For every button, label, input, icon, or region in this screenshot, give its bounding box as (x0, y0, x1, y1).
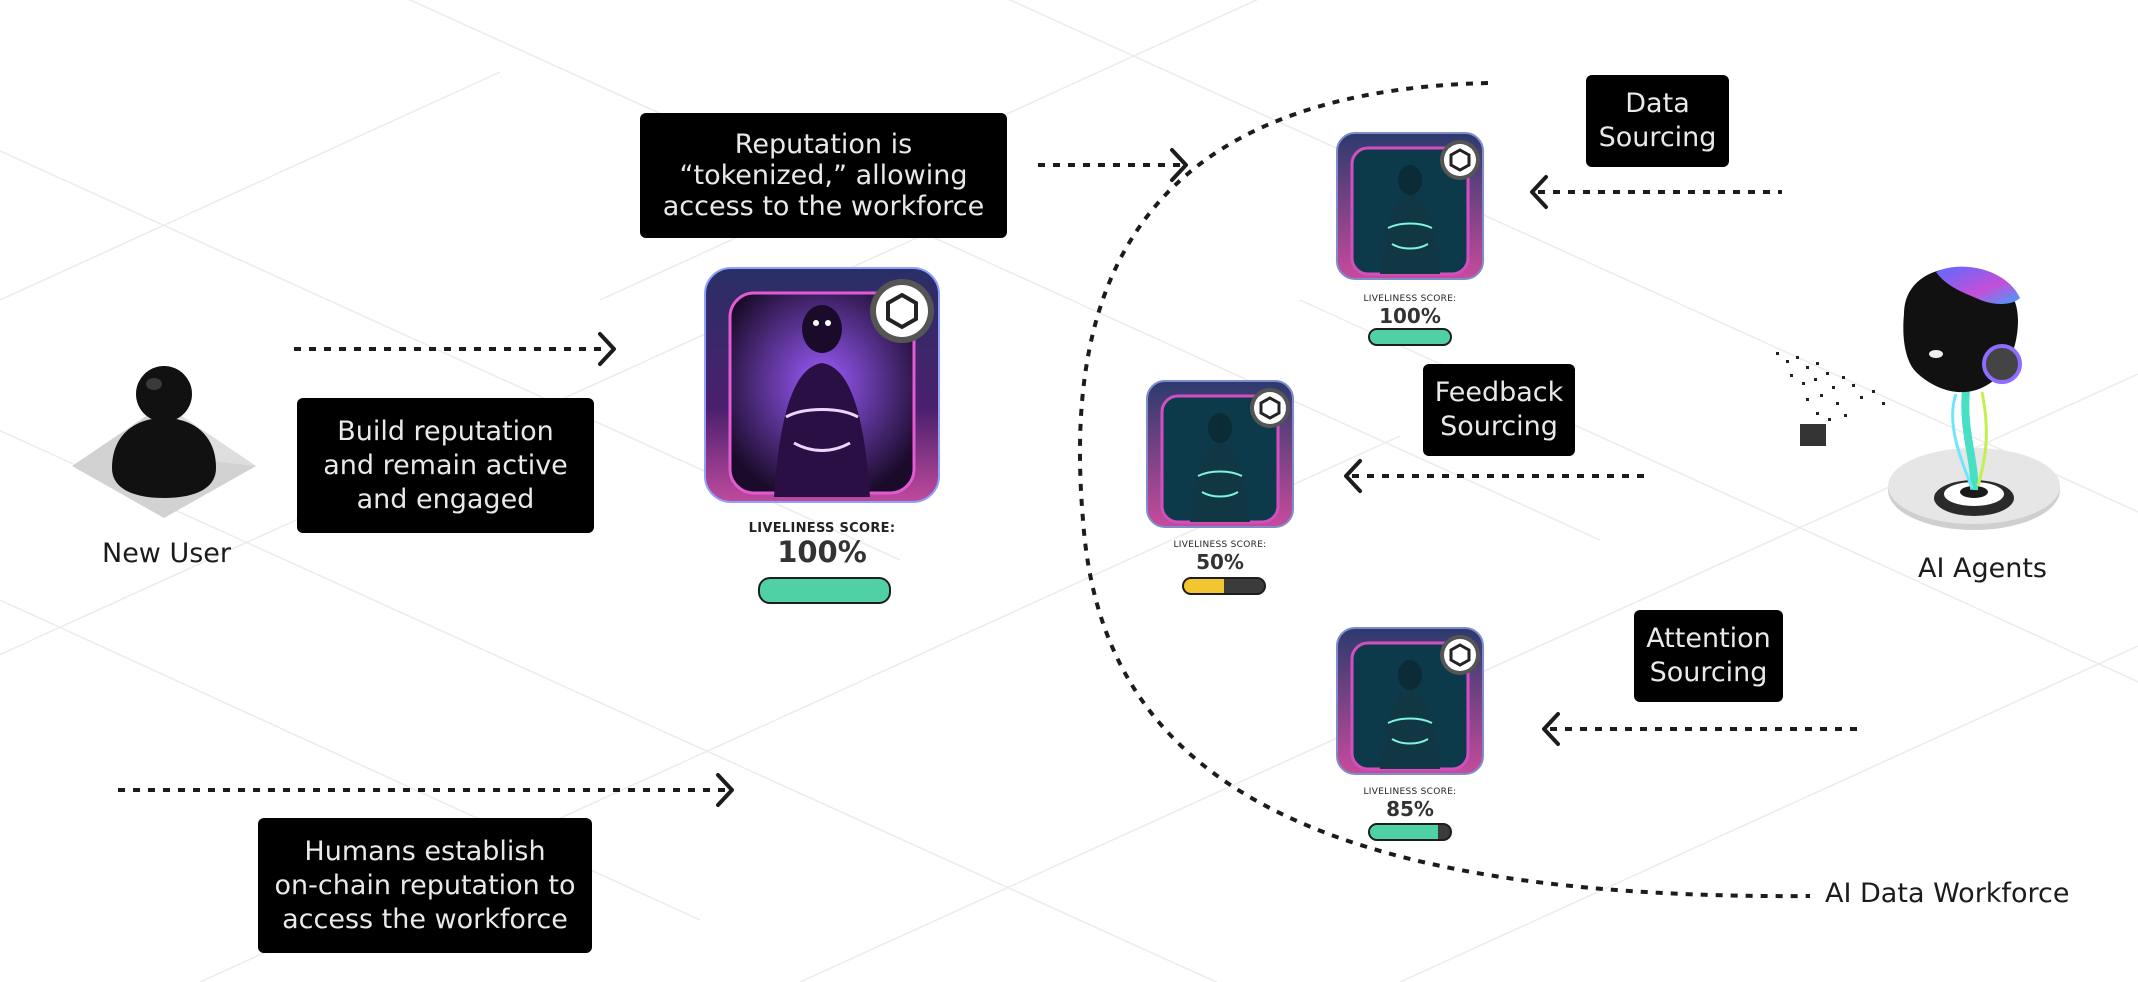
liveliness-score: 100% (1379, 304, 1441, 328)
attention-avatar-card: LIVELINESS SCORE: 85% (1336, 627, 1484, 847)
arrowhead-feedback (1344, 459, 1362, 493)
arrowhead-tokenized (1170, 148, 1188, 182)
avatar-image (1336, 132, 1484, 280)
liveliness-label: LIVELINESS SCORE: (1173, 540, 1267, 550)
ai-agent-head-icon (1776, 266, 2060, 530)
user-icon (72, 366, 256, 518)
workforce-arc (1077, 81, 1811, 899)
tokenized-box: Reputation is “tokenized,” allowing acce… (640, 113, 1007, 238)
feedback-sourcing-box: Feedback Sourcing (1423, 364, 1575, 456)
liveliness-bar (1368, 823, 1452, 841)
liveliness-label: LIVELINESS SCORE: (1363, 294, 1457, 304)
avatar-image (1336, 627, 1484, 775)
feedback-avatar-card: LIVELINESS SCORE: 50% (1146, 380, 1294, 600)
arrowhead-build (598, 332, 616, 366)
main-avatar-card: LIVELINESS SCORE: 100% (704, 267, 940, 607)
liveliness-score: 85% (1386, 797, 1434, 821)
arrowhead-data (1530, 175, 1548, 209)
liveliness-bar-fill (1184, 579, 1224, 593)
data-avatar-card: LIVELINESS SCORE: 100% (1336, 132, 1484, 352)
liveliness-label: LIVELINESS SCORE: (748, 521, 896, 536)
arrowhead-attention (1542, 712, 1560, 746)
liveliness-score: 50% (1196, 550, 1244, 574)
avatar-image (704, 267, 940, 503)
attention-sourcing-box: Attention Sourcing (1634, 610, 1783, 702)
liveliness-bar (1368, 328, 1452, 346)
new-user-label: New User (102, 538, 232, 569)
liveliness-bar-fill (1370, 330, 1450, 344)
liveliness-score: 100% (777, 535, 867, 569)
avatar-image (1146, 380, 1294, 528)
liveliness-bar (1182, 577, 1266, 595)
liveliness-bar-fill (760, 579, 889, 602)
liveliness-bar (758, 577, 891, 604)
humans-establish-box: Humans establish on-chain reputation to … (258, 818, 592, 953)
liveliness-label: LIVELINESS SCORE: (1363, 787, 1457, 797)
liveliness-bar-fill (1370, 825, 1438, 839)
arrowhead-humans (716, 773, 734, 807)
ai-data-workforce-label: AI Data Workforce (1825, 878, 2070, 909)
data-sourcing-box: Data Sourcing (1586, 75, 1729, 167)
build-reputation-box: Build reputation and remain active and e… (297, 398, 594, 533)
ai-agents-label: AI Agents (1918, 553, 2048, 584)
